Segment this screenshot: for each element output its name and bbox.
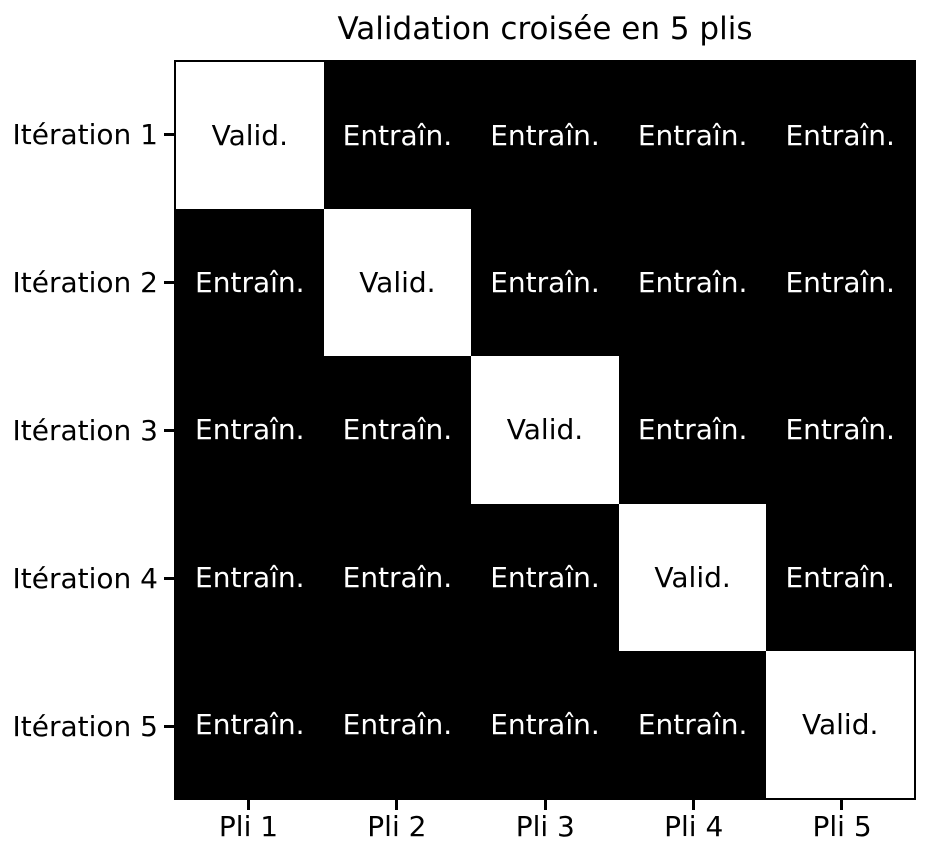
y-tick-label: Itération 2 [12,265,158,299]
x-tick-label: Pli 2 [367,810,427,843]
heatmap-cell-iteration3-pli5: Entraîn. [766,356,914,504]
y-tick [164,280,174,284]
y-tick-label: Itération 4 [12,561,158,595]
heatmap-cell-iteration3-pli2: Entraîn. [323,356,472,504]
heatmap-cell-label: Valid. [359,266,436,300]
heatmap-cell-iteration2-pli5: Entraîn. [766,209,914,357]
heatmap-cell-label: Entraîn. [195,413,305,447]
heatmap-cell-label: Entraîn. [195,560,305,594]
heatmap-cell-iteration3-pli1: Entraîn. [176,356,324,504]
y-tick [164,576,174,580]
y-tick-label: Itération 5 [12,709,158,743]
heatmap-cell-iteration2-pli1: Entraîn. [176,209,324,357]
heatmap-cell-iteration4-pli4: Valid. [618,503,767,651]
x-tick [395,800,399,810]
heatmap-cell-label: Entraîn. [637,413,748,447]
heatmap-cell-iteration3-pli4: Entraîn. [618,356,767,504]
y-tick [164,132,174,136]
heatmap-cell-iteration2-pli4: Entraîn. [618,209,767,357]
x-tick-label: Pli 4 [664,810,724,843]
heatmap-cell-label: Entraîn. [342,119,453,153]
heatmap-cell-iteration4-pli3: Entraîn. [471,503,619,651]
heatmap-cell-iteration1-pli2: Entraîn. [323,62,472,210]
heatmap-cell-label: Entraîn. [785,413,895,447]
heatmap-cell-iteration1-pli3: Entraîn. [471,62,619,210]
heatmap-cell-iteration1-pli5: Entraîn. [766,62,914,210]
heatmap-cell-label: Entraîn. [637,707,748,741]
heatmap-cell-iteration4-pli5: Entraîn. [766,503,914,651]
x-tick-label: Pli 5 [812,810,872,843]
heatmap-cell-iteration3-pli3: Valid. [471,356,619,504]
x-tick [840,800,844,810]
heatmap-cell-label: Entraîn. [785,266,895,300]
heatmap-cell-label: Valid. [802,707,879,741]
x-tick-label: Pli 1 [218,810,279,843]
heatmap-cell-label: Entraîn. [342,707,453,741]
x-tick [246,800,250,810]
heatmap-cell-label: Entraîn. [490,266,600,300]
y-tick-label: Itération 1 [12,117,158,151]
heatmap-cell-label: Entraîn. [342,560,453,594]
x-tick [543,800,547,810]
heatmap-cell-label: Entraîn. [785,560,895,594]
chart-title: Validation croisée en 5 plis [337,11,753,47]
y-tick [164,724,174,728]
heatmap-cell-iteration1-pli1: Valid. [176,62,324,210]
heatmap-cell-label: Entraîn. [195,707,305,741]
heatmap-cell-label: Entraîn. [195,266,305,300]
heatmap-cell-label: Entraîn. [637,266,748,300]
heatmap-cell-label: Entraîn. [342,413,453,447]
heatmap-cell-iteration5-pli2: Entraîn. [323,650,472,798]
heatmap-cell-iteration2-pli2: Valid. [323,209,472,357]
x-tick-label: Pli 3 [515,810,575,843]
heatmap-grid: Valid. Entraîn. Entraîn. Entraîn. Entraîn. En… [174,60,916,800]
heatmap-cell-label: Entraîn. [637,119,748,153]
heatmap-cell-iteration5-pli1: Entraîn. [176,650,324,798]
y-tick [164,428,174,432]
x-tick [691,800,695,810]
heatmap-cell-iteration4-pli2: Entraîn. [323,503,472,651]
heatmap-cell-label: Entraîn. [490,119,600,153]
heatmap-cell-iteration1-pli4: Entraîn. [618,62,767,210]
heatmap-cell-iteration2-pli3: Entraîn. [471,209,619,357]
heatmap-cell-iteration5-pli5: Valid. [766,650,914,798]
heatmap-cell-label: Entraîn. [490,707,600,741]
heatmap-cell-label: Valid. [211,119,288,153]
heatmap-cell-iteration5-pli4: Entraîn. [618,650,767,798]
heatmap-cell-iteration4-pli1: Entraîn. [176,503,324,651]
heatmap-cell-label: Valid. [506,413,584,447]
y-tick-label: Itération 3 [12,413,158,447]
heatmap-cell-label: Valid. [654,560,731,594]
heatmap-cell-label: Entraîn. [785,119,895,153]
heatmap-cell-label: Entraîn. [490,560,600,594]
heatmap-cell-iteration5-pli3: Entraîn. [471,650,619,798]
